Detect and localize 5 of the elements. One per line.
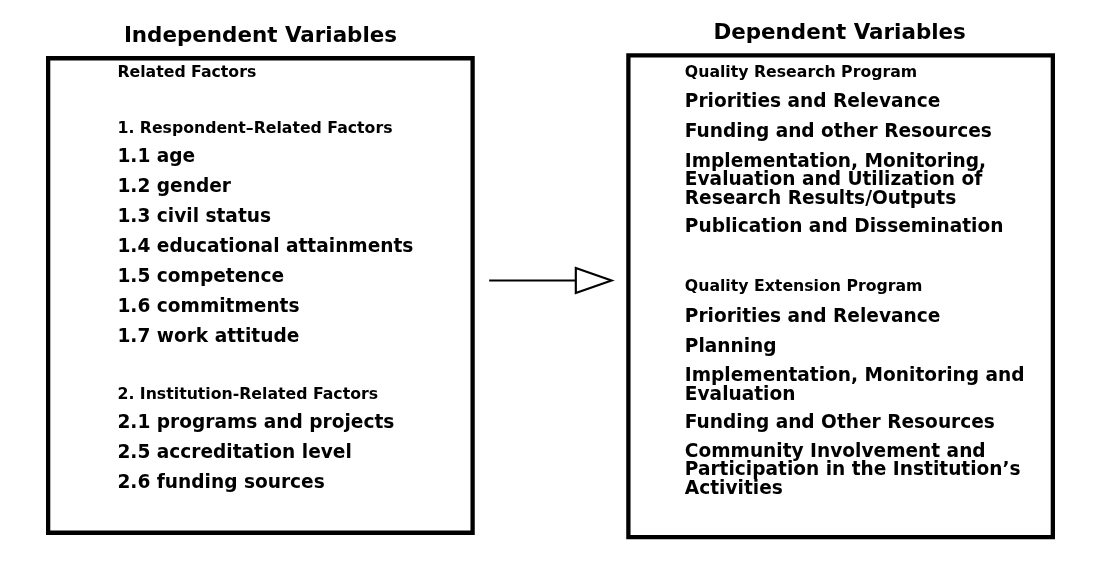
arrow: [489, 266, 615, 295]
node-label: Dependent Variables: [713, 18, 966, 44]
node-box: Quality Research Program Priorities and Relevance Funding and other Resources Implementation, Monitoring, Evaluation and Utilization of Research Results/Outputs Publication and Dissemination Quality Extension Program Priorities and Relevance Planning Implementation, Monitoring and Evaluation Funding and Other Resources Community Involvement and Participation in the Institution’s Activities: [626, 53, 1055, 540]
node-label: Independent Variables: [123, 21, 398, 47]
node-box: Related Factors 1. Respondent–Related Factors 1.1 age 1.2 gender 1.3 civil status 1.4 educational attainments 1.5 competence 1.6 commitments 1.7 work attitude 2. Institution-Related Factors 2.1 programs and projects 2.5 accreditation level 2.6 funding sources: [46, 56, 475, 535]
